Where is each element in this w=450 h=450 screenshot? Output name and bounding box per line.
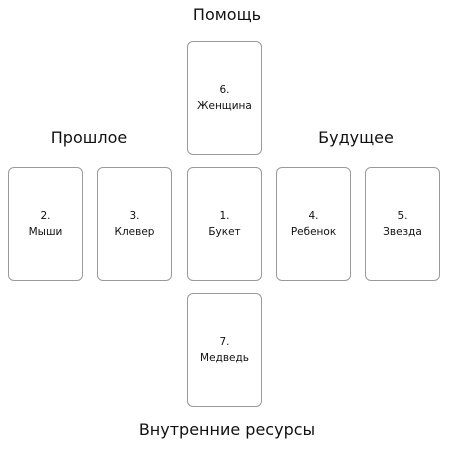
card-number: 4. [308,210,319,222]
card-6: 6. Женщина [187,41,262,155]
card-name: Звезда [383,226,422,238]
card-1: 1. Букет [187,167,262,281]
card-2: 2. Мыши [8,167,83,281]
card-number: 5. [397,210,408,222]
card-5: 5. Звезда [365,167,440,281]
card-name: Мыши [28,226,63,238]
card-name: Букет [208,226,241,238]
card-7: 7. Медведь [187,293,262,407]
card-number: 7. [219,336,230,348]
heading-future: Будущее [318,128,394,147]
card-4: 4. Ребенок [276,167,351,281]
heading-past: Прошлое [50,128,128,147]
card-3: 3. Клевер [97,167,172,281]
card-number: 3. [129,210,140,222]
card-name: Клевер [114,226,155,238]
card-name: Ребенок [290,226,337,238]
card-number: 6. [219,84,230,96]
card-name: Женщина [197,100,252,112]
card-name: Медведь [200,352,249,364]
card-number: 1. [219,210,230,222]
heading-inner-resources: Внутренние ресурсы [138,420,316,439]
heading-help: Помощь [192,5,262,24]
card-number: 2. [40,210,51,222]
